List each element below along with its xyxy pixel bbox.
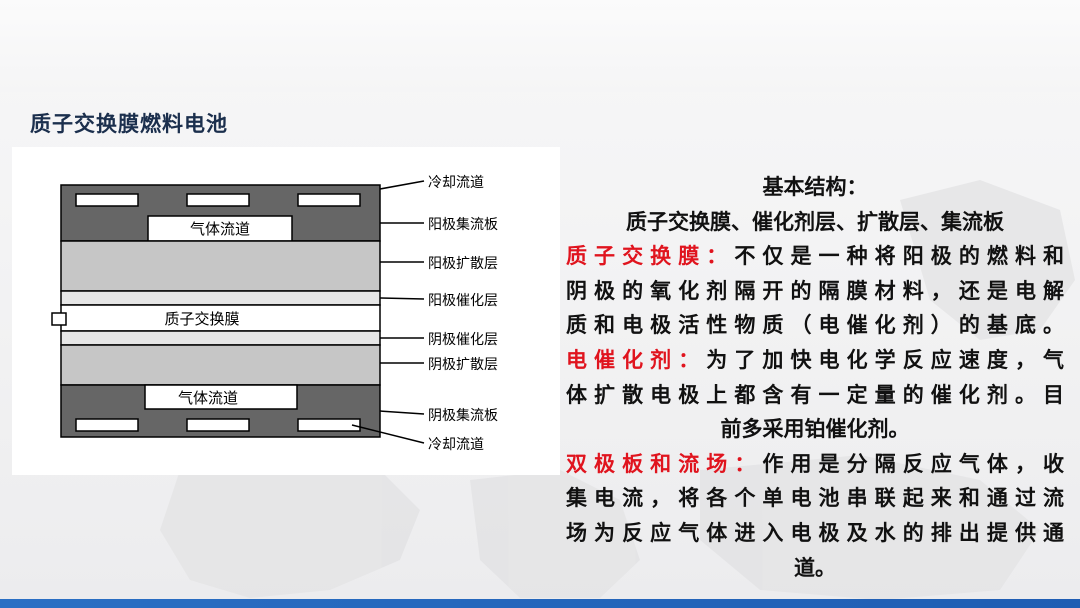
leader-anode-catalyst: [379, 297, 425, 300]
label-anode-catalyst: 阳极催化层: [428, 293, 498, 309]
gas-channel-top-label: 气体流道: [190, 220, 250, 238]
catalyst-description-line-3: 前多采用铂催化剂。: [720, 417, 910, 442]
structure-components: 质子交换膜、催化剂层、扩散层、集流板: [626, 209, 1004, 234]
catalyst-description-line-2: 体扩散电极上都含有一定量的催化剂。目: [566, 382, 1064, 407]
plate-description-line-1: 双极板和流场：作用是分隔反应气体，收: [566, 451, 1065, 476]
label-anode-diffusion: 阳极扩散层: [428, 256, 498, 272]
label-cooling-bottom: 冷却流道: [428, 437, 484, 453]
membrane-tab: [51, 312, 67, 326]
cooling-channel-top-3: [297, 193, 361, 207]
anode-diffusion-layer: [60, 240, 381, 292]
pem-description-line-2: 阴极的氧化剂隔开的隔膜材料，还是电解: [566, 278, 1064, 303]
plate-term: 双极板和流场：: [566, 451, 763, 476]
header-band: [0, 0, 1080, 92]
gas-channel-bottom: [144, 384, 298, 410]
cathode-catalyst-layer: [60, 330, 381, 346]
membrane-label: 质子交换膜: [164, 310, 239, 328]
fuel-cell-diagram: 气体流道 质子交换膜 气体流道 冷却流道 阳极集: [12, 147, 560, 475]
cooling-channel-bottom-2: [186, 418, 250, 432]
catalyst-term: 电催化剂：: [566, 347, 707, 372]
structure-description: 基本结构： 质子交换膜、催化剂层、扩散层、集流板 质子交换膜：不仅是一种将阳极的…: [566, 170, 1064, 585]
cooling-channel-bottom-3: [297, 418, 361, 432]
plate-description-line-3: 场为反应气体进入电极及水的排出提供通: [566, 520, 1064, 545]
label-cathode-collector: 阴极集流板: [428, 407, 498, 424]
catalyst-description-line-1: 电催化剂：为了加快电化学反应速度，气: [566, 347, 1065, 372]
pem-term: 质子交换膜：: [566, 244, 735, 269]
label-cathode-catalyst: 阴极催化层: [428, 332, 498, 348]
structure-heading: 基本结构：: [762, 175, 868, 199]
plate-description-line-4: 道。: [794, 555, 836, 580]
label-anode-collector: 阳极集流板: [428, 216, 498, 233]
page-title: 质子交换膜燃料电池: [30, 112, 228, 136]
cooling-channel-top-2: [186, 193, 250, 207]
leader-cooling-top: [379, 180, 425, 190]
cooling-channel-top-1: [75, 193, 139, 207]
pem-description-line-1: 质子交换膜：不仅是一种将阳极的燃料和: [566, 244, 1065, 269]
gas-channel-bottom-label: 气体流道: [178, 389, 238, 407]
anode-catalyst-layer: [60, 290, 381, 306]
proton-exchange-membrane: [60, 304, 381, 332]
fuel-cell-structure-svg: 气体流道 质子交换膜 气体流道 冷却流道 阳极集: [51, 175, 498, 453]
cooling-channel-bottom-1: [75, 418, 139, 432]
label-cathode-diffusion: 阴极扩散层: [428, 357, 498, 373]
pem-description-line-3: 质和电极活性物质（电催化剂）的基底。: [566, 313, 1064, 338]
plate-description-line-2: 集电流，将各个单电池串联起来和通过流: [566, 486, 1064, 511]
bottom-accent-bar: [0, 599, 1080, 608]
gas-channel-top: [147, 215, 293, 242]
label-cooling-top: 冷却流道: [428, 175, 484, 191]
leader-cooling-bottom: [351, 424, 425, 444]
leader-cathode-collector: [379, 410, 425, 415]
cathode-diffusion-layer: [60, 344, 381, 386]
